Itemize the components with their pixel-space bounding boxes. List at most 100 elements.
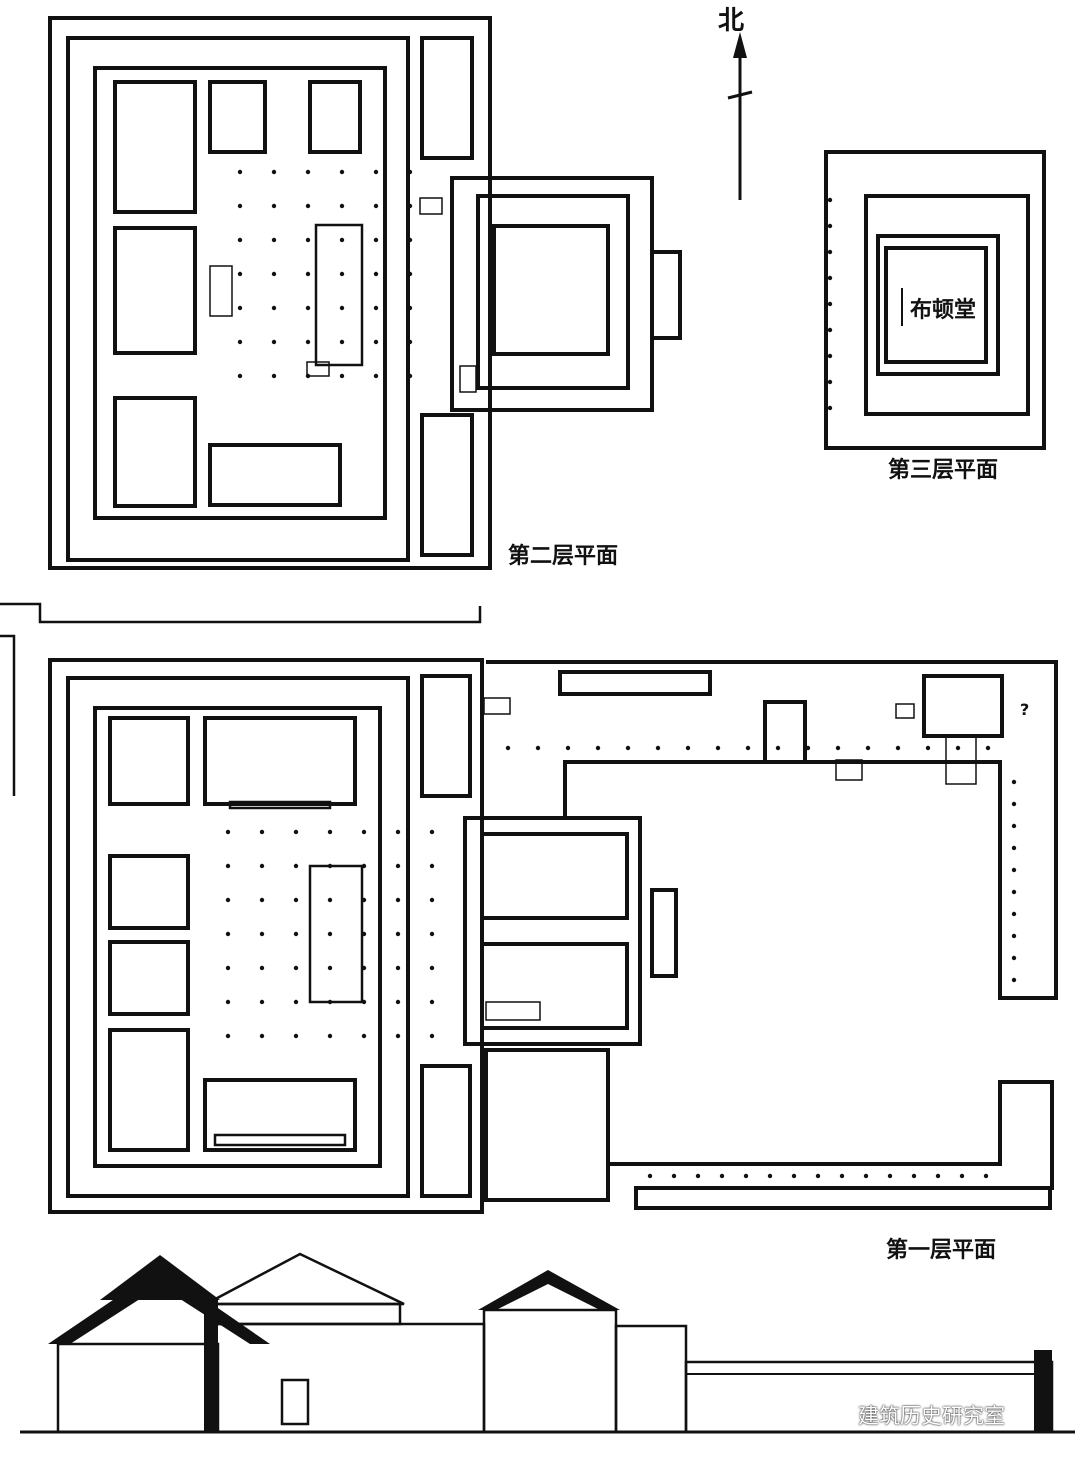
column-dot [407,169,413,175]
column-dot [775,745,781,751]
column-dot [225,931,231,937]
column-dot [259,965,265,971]
column-dot [827,327,833,333]
column-dot [271,203,277,209]
column-dot [293,863,299,869]
column-dot [327,965,333,971]
column-dot [237,237,243,243]
column-dot [407,203,413,209]
column-dot [327,897,333,903]
column-dot [271,271,277,277]
column-dot [407,271,413,277]
site-boundary [0,602,482,796]
column-dot [293,931,299,937]
column-dot [863,1173,869,1179]
column-dot [815,1173,821,1179]
column-dot [237,339,243,345]
column-dot [395,999,401,1005]
column-dot [305,271,311,277]
column-dot [327,931,333,937]
column-dot [925,745,931,751]
column-dot [395,965,401,971]
column-dot [305,339,311,345]
north-arrow [727,32,753,200]
column-dot [293,965,299,971]
column-dot [361,829,367,835]
column-dot [1011,779,1017,785]
column-dot [1011,867,1017,873]
column-dot [505,745,511,751]
column-dot [271,237,277,243]
column-dot [373,169,379,175]
column-dot [655,745,661,751]
section-elevation [20,1252,1075,1434]
column-dot [743,1173,749,1179]
north-label: 北 [718,6,745,36]
column-dot [373,271,379,277]
column-dot [767,1173,773,1179]
column-dot [671,1173,677,1179]
column-dot [327,829,333,835]
column-dot [339,169,345,175]
column-dot [429,1033,435,1039]
column-dot [259,829,265,835]
column-dot [625,745,631,751]
column-dot [887,1173,893,1179]
column-dot [983,1173,989,1179]
column-dot [259,863,265,869]
column-dot [935,1173,941,1179]
column-dot [719,1173,725,1179]
column-dot [827,223,833,229]
column-dot [373,305,379,311]
column-dot [407,373,413,379]
column-dot [865,745,871,751]
column-dot [1011,845,1017,851]
column-dot [225,1033,231,1039]
column-dot [827,197,833,203]
column-dot [647,1173,653,1179]
column-dot [395,931,401,937]
column-dot [225,863,231,869]
column-dot [271,373,277,379]
column-dot [339,339,345,345]
level1-question-mark: ? [1020,700,1030,719]
column-dot [373,373,379,379]
column-dot [293,897,299,903]
column-dot [339,373,345,379]
column-dot [361,897,367,903]
level3-room-label: 布顿堂 [910,298,977,323]
column-dots-layer [225,169,1017,1179]
column-dot [791,1173,797,1179]
column-dot [827,301,833,307]
column-dot [805,745,811,751]
column-dot [293,1033,299,1039]
column-dot [1011,955,1017,961]
column-dot [259,931,265,937]
column-dot [429,965,435,971]
column-dot [361,965,367,971]
column-dot [827,249,833,255]
level3-title: 第三层平面 [888,458,999,483]
column-dot [237,271,243,277]
column-dot [237,169,243,175]
column-dot [327,1033,333,1039]
column-dot [271,305,277,311]
column-dot [361,931,367,937]
column-dot [827,379,833,385]
column-dot [293,829,299,835]
column-dot [339,271,345,277]
level1-title: 第一层平面 [886,1238,997,1263]
column-dot [1011,823,1017,829]
column-dot [407,305,413,311]
column-dot [959,1173,965,1179]
column-dot [305,305,311,311]
column-dot [225,897,231,903]
column-dot [407,237,413,243]
column-dot [685,745,691,751]
column-dot [827,275,833,281]
column-dot [835,745,841,751]
column-dot [407,339,413,345]
column-dot [985,745,991,751]
column-dot [373,339,379,345]
